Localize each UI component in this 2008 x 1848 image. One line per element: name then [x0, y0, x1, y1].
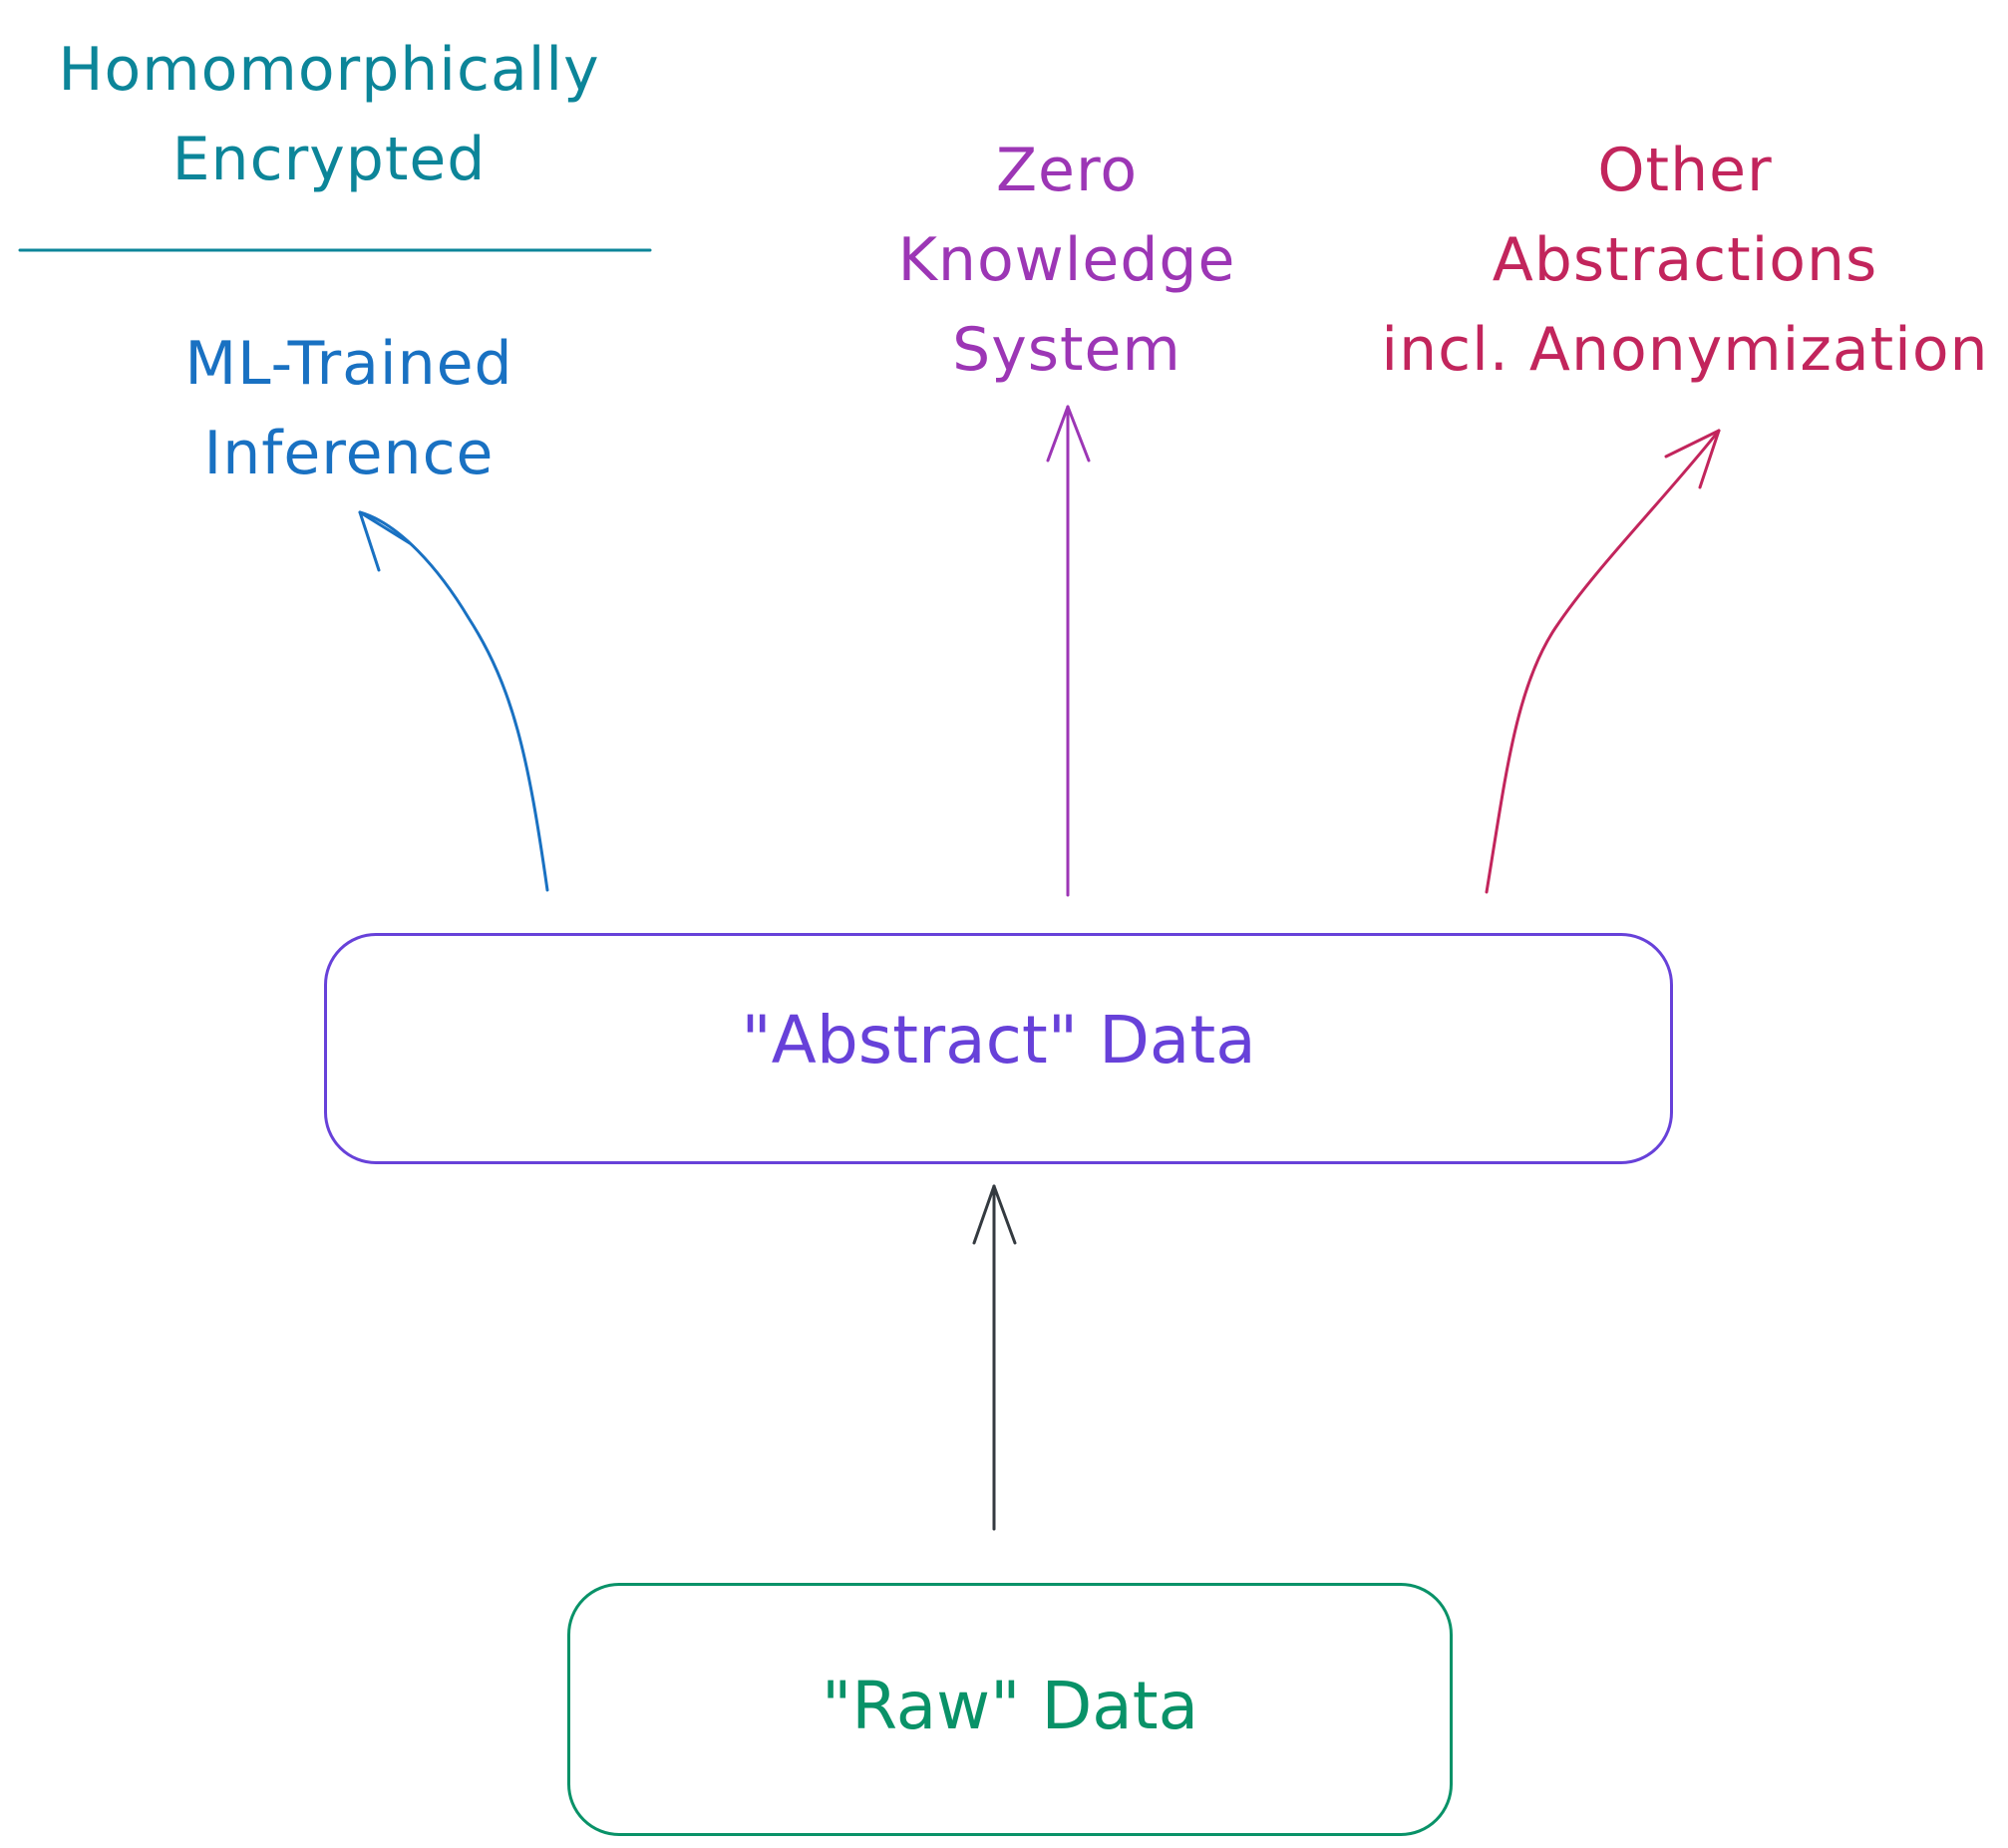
abstract-data-box: "Abstract" Data [324, 933, 1673, 1164]
zero-knowledge-label: Zero Knowledge System [857, 126, 1276, 395]
arrow-to-zero-knowledge [1046, 405, 1091, 897]
arrow-raw-to-abstract [972, 1184, 1017, 1531]
zk-line-3: System [952, 315, 1181, 385]
other-line-3: incl. Anonymization [1381, 315, 1989, 385]
arrow-to-ml-inference [358, 510, 549, 892]
zk-line-2: Knowledge [897, 225, 1236, 295]
other-line-2: Abstractions [1492, 225, 1878, 295]
raw-data-label: "Raw" Data [821, 1668, 1199, 1744]
ml-line-2: Inference [203, 419, 495, 488]
homomorphic-line-1: Homomorphically [58, 35, 600, 105]
homomorphic-line-2: Encrypted [171, 125, 487, 194]
arrow-to-other-abstractions [1485, 429, 1721, 894]
homomorphic-label: Homomorphically Encrypted [40, 25, 618, 204]
other-abstractions-label: Other Abstractions incl. Anonymization [1366, 126, 2004, 395]
ml-inference-label: ML-Trained Inference [100, 319, 598, 498]
zk-line-1: Zero [995, 136, 1139, 205]
other-line-1: Other [1597, 136, 1773, 205]
raw-data-box: "Raw" Data [567, 1583, 1453, 1836]
ml-line-1: ML-Trained [184, 329, 513, 399]
abstract-data-label: "Abstract" Data [741, 1002, 1256, 1078]
